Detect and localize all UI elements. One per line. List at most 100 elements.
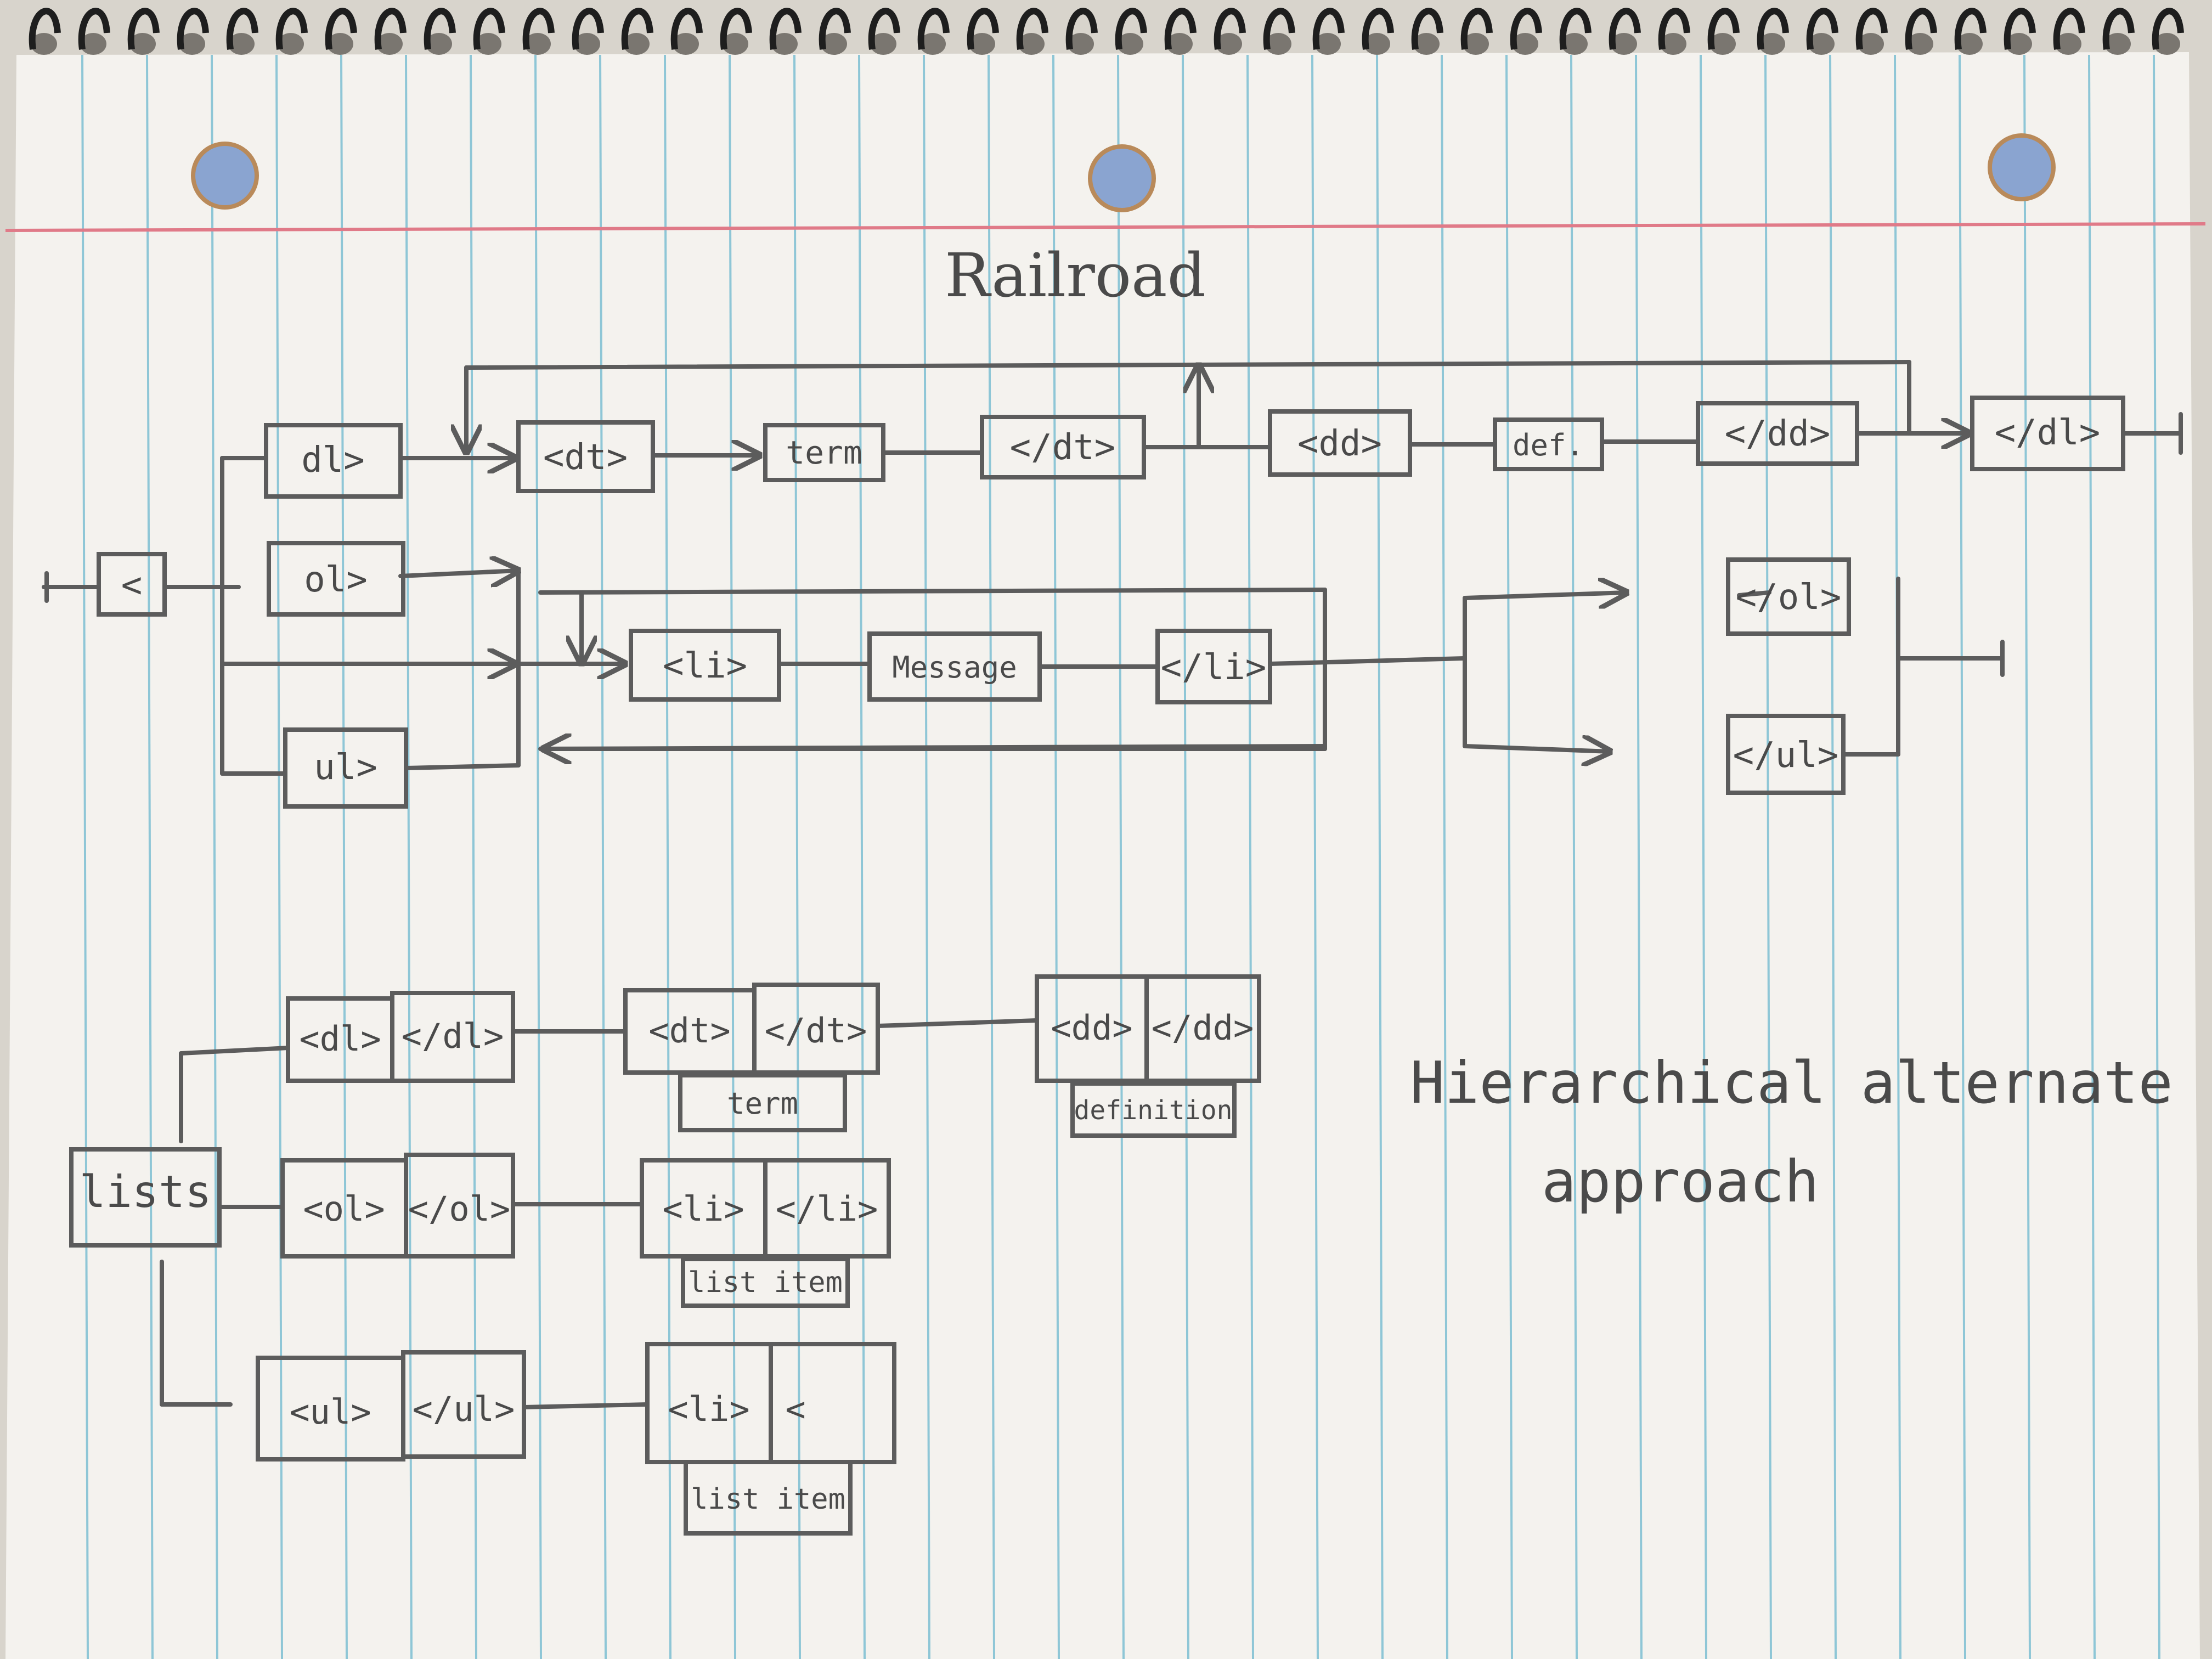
dl-open-label: dl> [301,440,365,481]
blue-rule [923,54,930,1659]
dl-close-box [1970,396,2125,471]
blue-rule [1311,54,1319,1659]
ul-li-open-node-label: <li> [668,1389,749,1429]
spiral-hole [1117,33,1143,55]
spiral-hole [2154,33,2180,55]
spiral-hole [1166,33,1193,55]
ul-close-node-label: </ul> [413,1389,515,1429]
blue-rule [599,54,607,1659]
term-node-label: term [727,1086,798,1121]
spiral-binding [29,8,2184,55]
ol-open-label: ol> [304,560,368,600]
spiral-hole [1068,33,1094,55]
diagram-title: Railroad [945,240,1206,311]
spiral-ring [2152,8,2184,50]
ol-close-node [404,1153,515,1259]
spiral-hole [179,33,205,55]
message-label: Message [892,650,1017,685]
spiral-hole [1561,33,1588,55]
spiral-ring [29,8,61,50]
spiral-hole [821,33,847,55]
term-node [678,1073,847,1132]
spiral-ring [670,8,703,50]
spiral-hole [376,33,403,55]
dl-close-label: </dl> [1995,413,2101,453]
dl-close-node-label: </dl> [402,1016,504,1056]
blue-rule [1764,54,1772,1659]
spiral-hole [673,33,699,55]
spiral-hole [1413,33,1440,55]
spiral-ring [720,8,752,50]
blue-rule [146,54,154,1659]
ol-li-close-node-label: </li> [776,1189,878,1229]
dd-open-label: <dd> [1297,424,1382,464]
spiral-hole [228,33,255,55]
punch-holes [191,133,2056,212]
spiral-hole [524,33,551,55]
li-close-label: </li> [1161,647,1267,688]
li-open-box [629,629,781,702]
spiral-ring [1411,8,1443,50]
spiral-hole [1907,33,1933,55]
ul-close-box [1726,714,1846,795]
ul-li-close-node-label: < [785,1389,805,1429]
blue-rule [1182,54,1189,1659]
blue-rule [858,54,866,1659]
spiral-ring [1214,8,1246,50]
spiral-hole [1364,33,1390,55]
spiral-ring [967,8,999,50]
spiral-ring [1115,8,1147,50]
spiral-ring [275,8,308,50]
spiral-ring [78,8,110,50]
spiral-hole [919,33,946,55]
dd-open-box [1268,409,1412,477]
blue-rule [2023,54,2031,1659]
spiral-hole [278,33,304,55]
note-line-2: approach [1542,1148,1819,1215]
dd-close-box [1696,401,1859,466]
blue-rule [2153,54,2160,1659]
spiral-hole [327,33,353,55]
blue-rule [1635,54,1643,1659]
dt-close-box [980,415,1146,479]
spiral-hole [969,33,995,55]
ol-close-box [1726,557,1851,636]
hierarchy-diagram [69,974,1261,1536]
spiral-hole [771,33,798,55]
spiral-ring [1016,8,1048,50]
spiral-ring [1707,8,1740,50]
blue-rule [1829,54,1837,1659]
spiral-ring [2053,8,2085,50]
spiral-hole [1463,33,1489,55]
dt-close-node-label: </dt> [765,1011,867,1051]
spiral-ring [424,8,456,50]
spiral-ring [1609,8,1641,50]
spiral-hole [1956,33,1983,55]
blue-rule [275,54,283,1659]
ol-close-node-label: </ol> [408,1189,511,1229]
spiral-ring [325,8,357,50]
blue-rule [1441,54,1448,1659]
ul-close-node [401,1350,526,1459]
spiral-hole [1759,33,1785,55]
spiral-hole [1216,33,1242,55]
blue-rule [1505,54,1513,1659]
ul-open-box [283,727,408,809]
spiral-ring [1263,8,1295,50]
railroad-diagram [42,360,2183,809]
ol-open-box [267,541,405,617]
note-line-1: Hierarchical alternate [1410,1049,2173,1116]
ul-list-item-node [684,1460,853,1536]
spiral-ring [2004,8,2036,50]
blue-rule [340,54,348,1659]
spiral-ring [1164,8,1197,50]
ol-li-open-node-label: <li> [662,1189,744,1229]
spiral-hole [1265,33,1291,55]
blue-rule [2088,54,2096,1659]
dl-open-box [264,423,403,499]
dt-close-label: </dt> [1010,427,1116,468]
ol-li-close-node [763,1158,891,1259]
lists-root-label: lists [80,1166,212,1217]
blue-rule [664,54,672,1659]
start-bracket-box [97,552,167,617]
